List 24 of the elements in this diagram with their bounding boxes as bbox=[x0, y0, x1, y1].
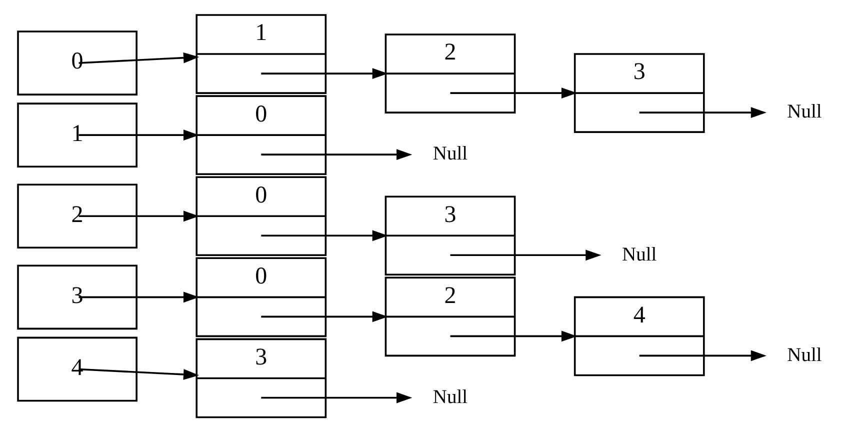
node-box: 2 bbox=[16, 184, 137, 249]
arrow bbox=[638, 107, 766, 118]
arrow bbox=[78, 368, 199, 380]
node-text: Null bbox=[786, 102, 822, 123]
arrow bbox=[78, 52, 199, 64]
arrow bbox=[260, 311, 388, 322]
node-text: Null bbox=[432, 144, 468, 165]
arrow bbox=[260, 68, 388, 79]
arrow bbox=[450, 250, 601, 261]
arrow bbox=[260, 149, 412, 160]
arrow bbox=[260, 230, 388, 242]
arrow bbox=[78, 210, 199, 222]
arrow bbox=[78, 292, 199, 303]
node-text: Null bbox=[432, 386, 468, 408]
node-box: 1 bbox=[16, 102, 137, 168]
node-box: 0 bbox=[16, 30, 137, 96]
arrow bbox=[450, 88, 577, 99]
arrow bbox=[450, 330, 577, 342]
arrow bbox=[638, 350, 766, 362]
node-box: 4 bbox=[16, 336, 137, 402]
arrow bbox=[78, 130, 199, 141]
node-text: Null bbox=[622, 244, 656, 266]
node-text: Null bbox=[786, 344, 822, 366]
arrow bbox=[260, 392, 412, 404]
